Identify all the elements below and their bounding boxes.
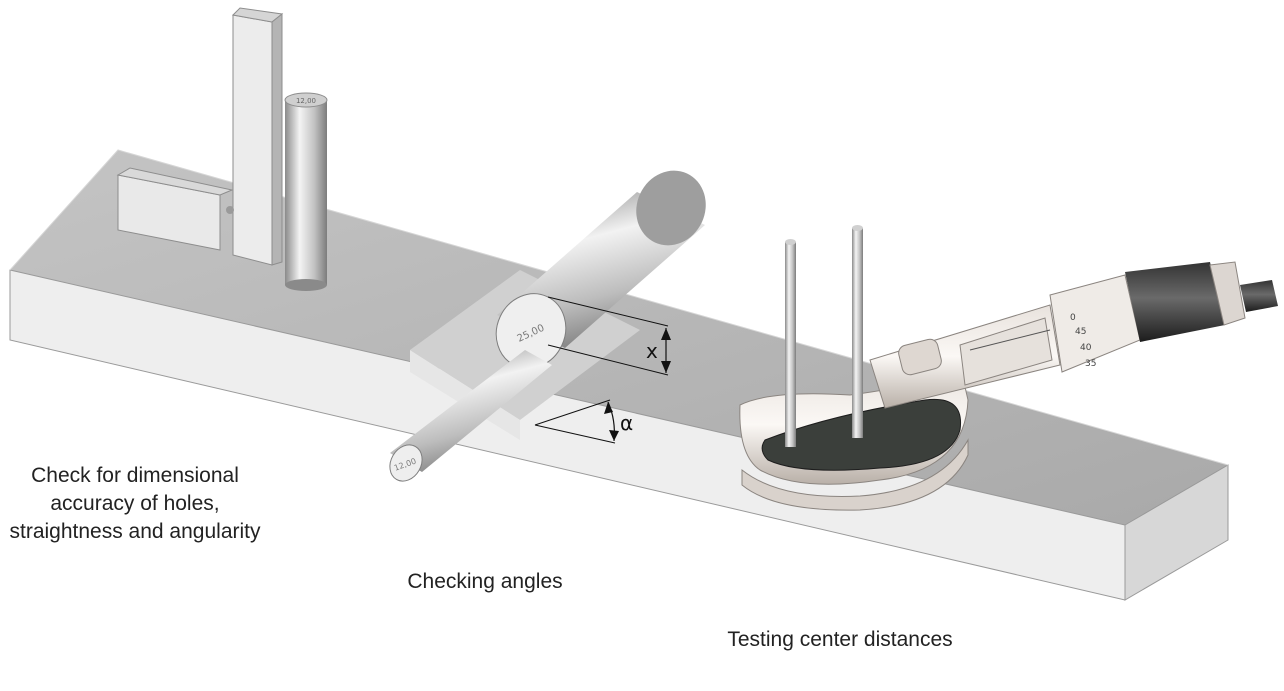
micrometer-scale-40: 40 — [1080, 343, 1092, 353]
try-square — [116, 7, 284, 266]
micrometer-scale-35: 35 — [1085, 359, 1096, 369]
micrometer-scale-0: 0 — [1070, 313, 1076, 323]
angle-alpha: α — [534, 399, 633, 444]
caption-angles: Checking angles — [407, 570, 563, 593]
small-gauge-cylinder: 12,00 — [389, 350, 552, 482]
caption-holes: Check for dimensional accuracy of holes,… — [9, 464, 261, 543]
vertical-gauge-label: 12,00 — [296, 97, 316, 105]
large-gauge-cylinder: 25,00 — [495, 170, 706, 369]
caption-center-distances: Testing center distances — [727, 628, 953, 651]
micrometer-scale-45: 45 — [1075, 327, 1086, 337]
vertical-gauge-pin: 12,00 — [284, 92, 328, 291]
angle-alpha-label: α — [620, 411, 633, 435]
dimension-x: x — [547, 296, 671, 376]
dimension-x-label: x — [646, 339, 658, 363]
center-distance-pins — [785, 225, 863, 447]
